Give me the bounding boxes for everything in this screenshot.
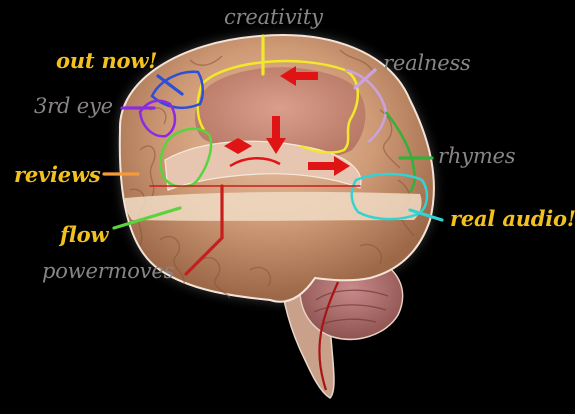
pointer-lines	[102, 34, 444, 276]
label-flow: flow	[58, 222, 109, 247]
arrow-curve	[229, 157, 281, 168]
pointer-real-audio	[408, 208, 444, 222]
label-real-audio: real audio!	[450, 206, 575, 231]
arrow-diamond	[224, 138, 252, 154]
label-reviews: reviews	[14, 162, 101, 187]
label-third-eye: 3rd eye	[34, 94, 113, 118]
label-powermoves: powermoves	[42, 259, 175, 283]
region-out-now	[150, 70, 204, 110]
arrow-right	[308, 156, 350, 176]
region-creativity	[196, 59, 359, 154]
arrow-left	[280, 66, 318, 86]
arrow-down	[266, 116, 286, 154]
label-rhymes: rhymes	[438, 144, 516, 168]
gyri-texture	[129, 49, 415, 299]
pointer-realness	[353, 68, 377, 90]
pointer-flow	[112, 206, 182, 230]
region-rhymes	[385, 111, 417, 193]
horizontal-band	[124, 191, 422, 221]
label-realness: realness	[383, 51, 471, 75]
label-creativity: creativity	[224, 5, 324, 29]
pointer-powermoves	[184, 184, 224, 276]
vessel	[318, 281, 340, 391]
label-out-now: out now!	[56, 48, 157, 73]
region-realness	[344, 68, 388, 143]
pointer-out-now	[156, 74, 184, 96]
corpus-callosum	[164, 140, 362, 191]
region-flow	[159, 127, 213, 189]
region-third-eye	[138, 99, 177, 138]
arrow-group	[224, 66, 350, 176]
medial-cortex	[194, 67, 366, 158]
cerebellum-folds	[313, 289, 389, 325]
